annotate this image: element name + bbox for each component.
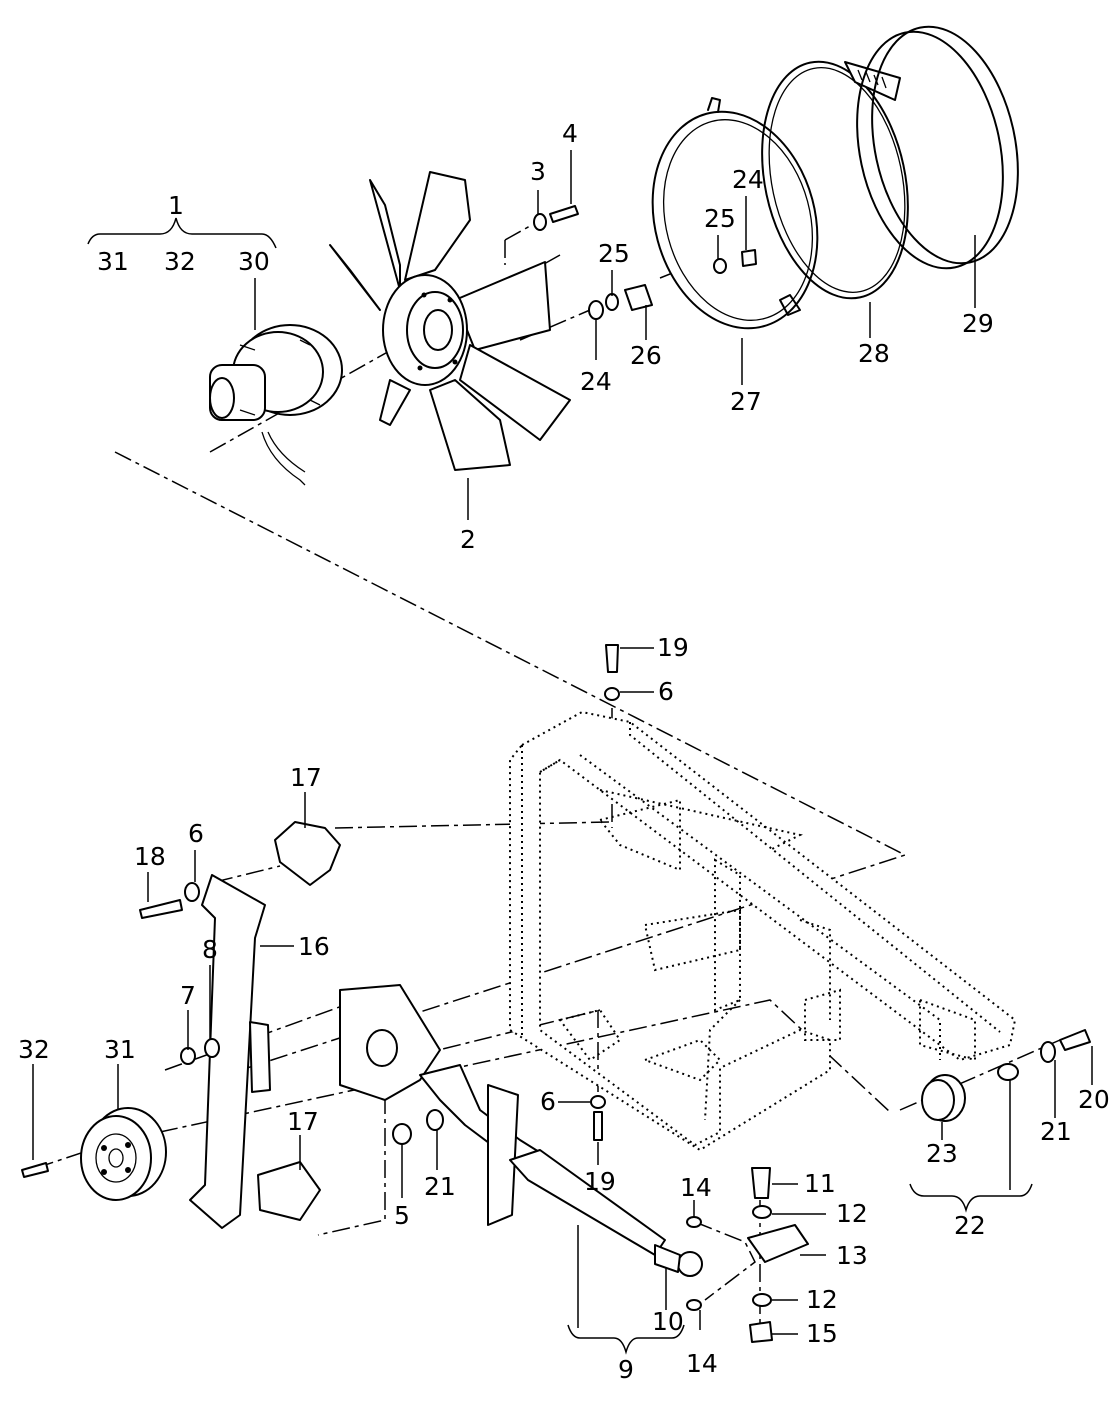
idler-pulley (921, 1029, 1091, 1122)
cover-plate (257, 821, 341, 1221)
callout-21-right: 21 (1040, 1117, 1072, 1146)
callout-22: 22 (954, 1211, 986, 1240)
callout-30: 30 (238, 247, 270, 276)
support-arm (139, 874, 271, 1229)
callout-17-top: 17 (290, 763, 322, 792)
shroud-ring (651, 97, 819, 330)
callout-6-top: 6 (658, 677, 674, 706)
callout-17-bottom: 17 (287, 1107, 319, 1136)
callout-13: 13 (836, 1241, 868, 1270)
callout-31-top: 31 (97, 247, 129, 276)
callout-2: 2 (460, 525, 476, 554)
callout-20: 20 (1078, 1085, 1110, 1114)
callout-10: 10 (652, 1307, 684, 1336)
callout-4: 4 (562, 119, 578, 148)
callout-29: 29 (962, 309, 994, 338)
viscous-clutch (209, 324, 343, 486)
callout-26: 26 (630, 341, 662, 370)
pulley (21, 1107, 167, 1201)
callout-25-left: 25 (598, 239, 630, 268)
callout-6-lower: 6 (540, 1087, 556, 1116)
callout-8: 8 (202, 935, 218, 964)
callout-3: 3 (530, 157, 546, 186)
frame-assembly (509, 710, 1017, 1152)
callout-23: 23 (926, 1139, 958, 1168)
rubber-seal-ring (856, 25, 1019, 270)
callout-24-right: 24 (732, 165, 764, 194)
callout-31-bottom: 31 (104, 1035, 136, 1064)
hose-clamp-ring (761, 60, 909, 300)
callout-1: 1 (168, 191, 184, 220)
callout-12-bottom: 12 (806, 1285, 838, 1314)
hardware-upper (533, 205, 757, 320)
callout-25-right: 25 (704, 204, 736, 233)
callout-11: 11 (804, 1169, 836, 1198)
callout-14-top: 14 (680, 1173, 712, 1202)
callout-15: 15 (806, 1319, 838, 1348)
callout-28: 28 (858, 339, 890, 368)
mounting-plate (339, 984, 444, 1145)
fan-blade (329, 171, 571, 471)
callout-24-left: 24 (580, 367, 612, 396)
callout-32-bottom: 32 (18, 1035, 50, 1064)
callout-21-left: 21 (424, 1172, 456, 1201)
callout-5: 5 (394, 1201, 410, 1230)
callout-19-lower: 19 (584, 1167, 616, 1196)
callout-7: 7 (180, 981, 196, 1010)
callout-16: 16 (298, 932, 330, 961)
callout-9: 9 (618, 1355, 634, 1384)
leader-lines (32, 150, 1093, 1355)
lever-hardware (590, 644, 809, 1343)
callout-19-top: 19 (657, 633, 689, 662)
callout-32-top: 32 (164, 247, 196, 276)
callout-labels: 1 31 32 30 2 3 4 25 24 26 24 25 27 28 29… (18, 119, 1110, 1384)
callout-6-left: 6 (188, 819, 204, 848)
callout-12-top: 12 (836, 1199, 868, 1228)
callout-18: 18 (134, 842, 166, 871)
callout-27: 27 (730, 387, 762, 416)
tension-lever (419, 1064, 703, 1277)
callout-14-bottom: 14 (686, 1349, 718, 1378)
